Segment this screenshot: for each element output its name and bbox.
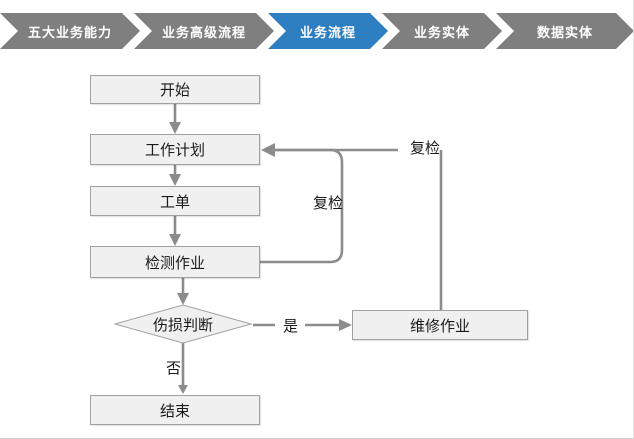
flow-node-label: 维修作业	[409, 317, 470, 335]
flow-node-work-plan[interactable]: 工作计划	[90, 134, 260, 165]
arrowhead-yes-to-repair	[339, 319, 352, 331]
breadcrumb-item-label: 数据实体	[536, 24, 593, 40]
flow-node-label: 开始	[159, 82, 190, 99]
flow-node-end[interactable]: 结束	[90, 395, 260, 425]
breadcrumb-item-label: 业务实体	[413, 24, 470, 40]
flow-node-label: 工单	[159, 193, 190, 211]
flow-node-damage-label: 伤损判断	[152, 316, 213, 334]
flow-node-label: 检测作业	[144, 254, 205, 272]
edge-label-no: 否	[166, 360, 182, 377]
arrowhead-workplan-to-workorder	[169, 174, 181, 186]
breadcrumb-item-label: 业务流程	[299, 24, 356, 40]
edge-label-yes: 是	[283, 318, 299, 335]
flow-node-label: 工作计划	[144, 142, 205, 159]
breadcrumb-item-3[interactable]: 业务流程	[268, 13, 388, 49]
breadcrumb-item-label: 业务高级流程	[161, 24, 246, 40]
breadcrumb-item-1[interactable]: 五大业务能力	[0, 13, 140, 49]
flow-node-start[interactable]: 开始	[90, 75, 260, 104]
breadcrumb-item-5[interactable]: 数据实体	[496, 13, 634, 49]
arrowhead-recheck-to-workplan-inner	[261, 143, 275, 157]
arrowhead-start-to-workplan	[169, 122, 181, 134]
breadcrumb: 五大业务能力 业务高级流程 业务流程 业务实体 数据实体	[0, 13, 634, 49]
breadcrumb-item-2[interactable]: 业务高级流程	[134, 13, 274, 49]
breadcrumb-item-4[interactable]: 业务实体	[382, 13, 502, 49]
flow-node-inspection[interactable]: 检测作业	[90, 246, 260, 278]
flow-node-work-order[interactable]: 工单	[90, 186, 260, 216]
arrowhead-damage-to-end	[178, 385, 188, 394]
breadcrumb-item-label: 五大业务能力	[27, 24, 112, 40]
flow-node-repair[interactable]: 维修作业	[352, 310, 528, 340]
arrowhead-inspection-to-damage	[177, 293, 189, 305]
flow-node-label: 结束	[159, 402, 190, 420]
edge-label-recheck-inner: 复检	[313, 195, 344, 212]
arrowhead-workorder-to-inspection	[169, 234, 181, 246]
edge-label-recheck-outer: 复检	[410, 140, 441, 157]
